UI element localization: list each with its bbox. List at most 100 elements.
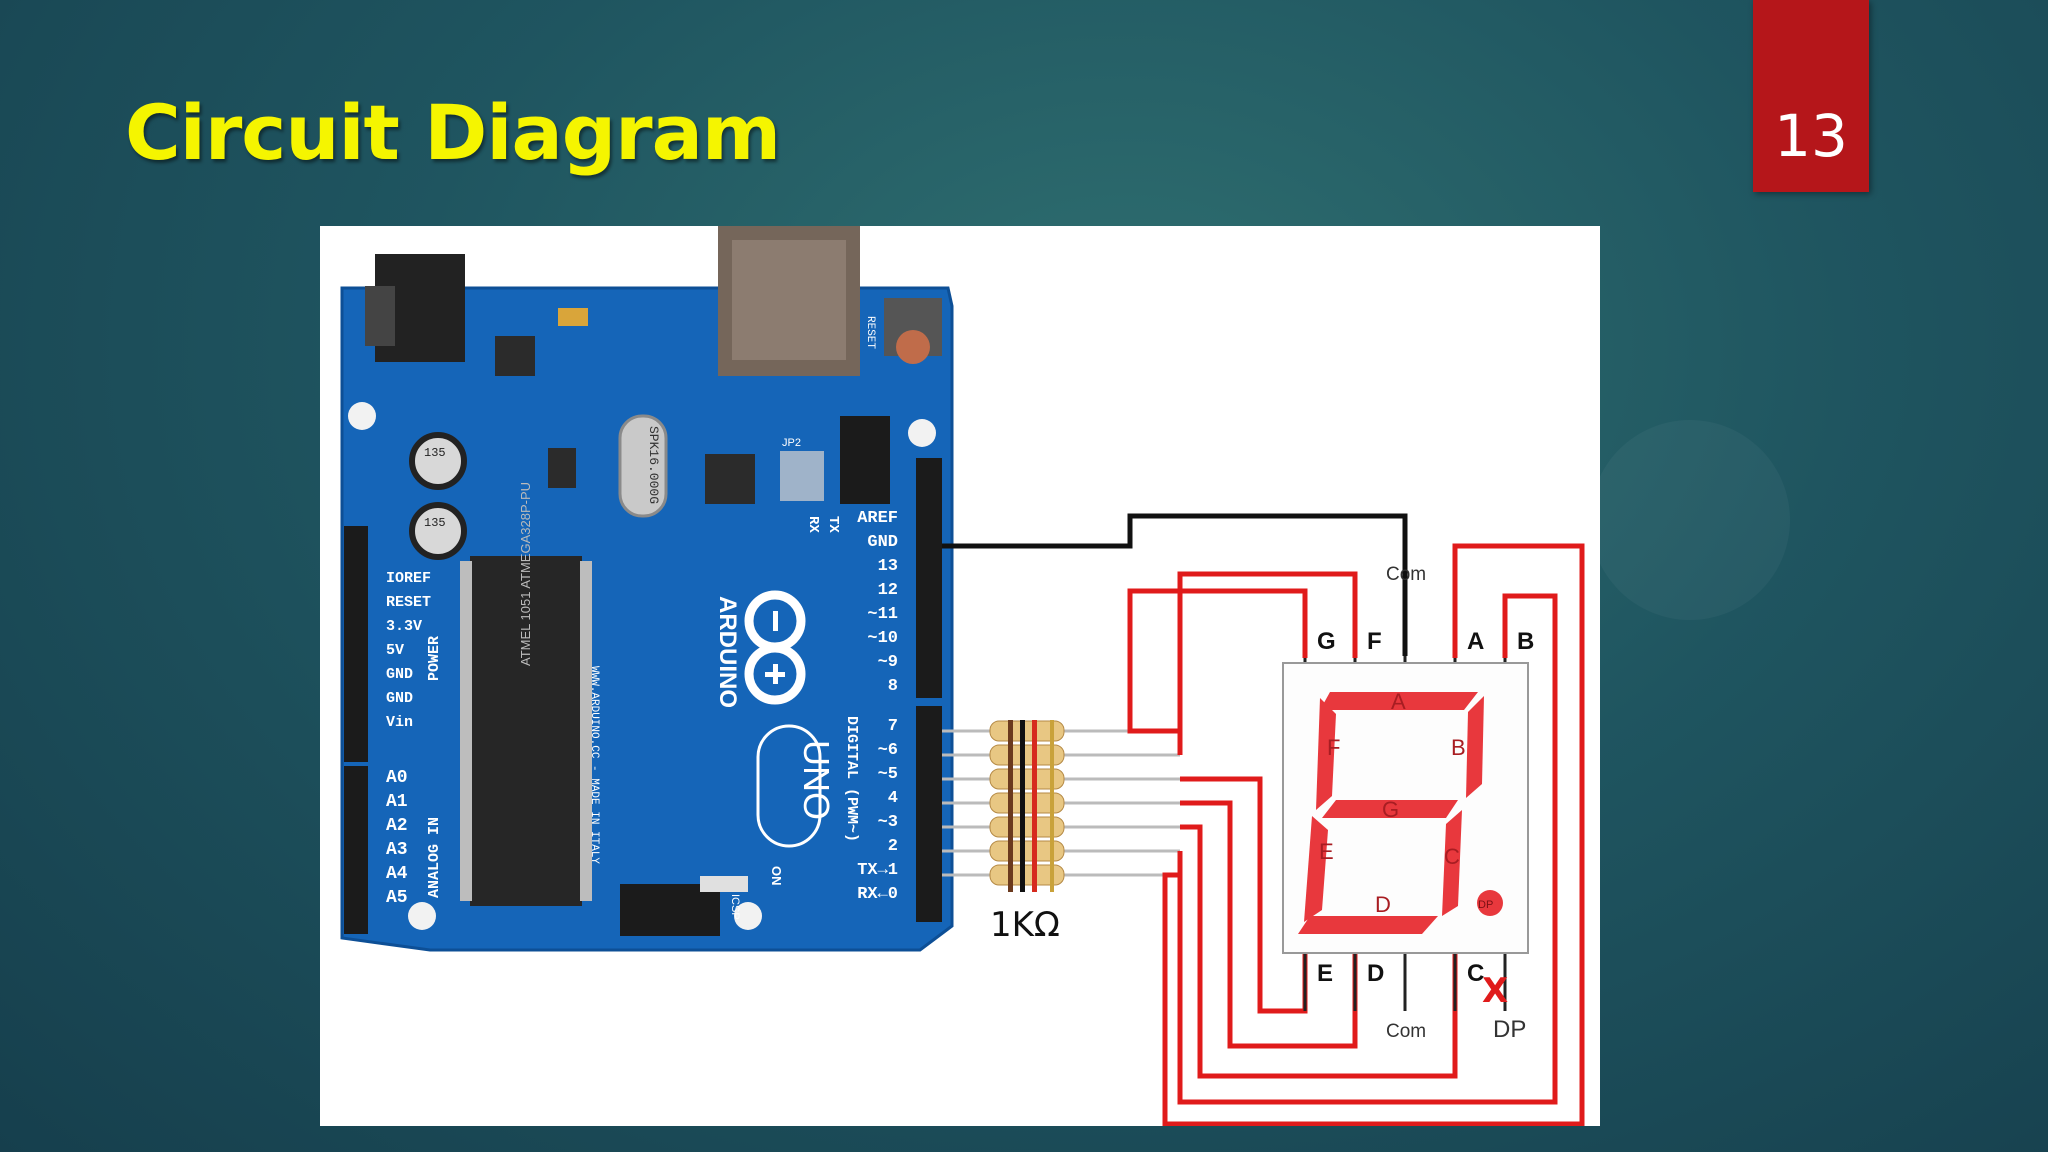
pin-label-top-g: G xyxy=(1317,628,1336,655)
pin-label-3: ~3 xyxy=(878,813,898,832)
segment-label-b: B xyxy=(1451,735,1466,760)
pin-label-top-com: Com xyxy=(1386,564,1426,585)
capacitor-label: 135 xyxy=(424,446,446,460)
arduino-logo-icon xyxy=(744,590,806,705)
digital-header-high xyxy=(916,458,942,698)
smd-component xyxy=(558,308,588,326)
jp2-label: JP2 xyxy=(782,437,801,449)
resistor-value-label: 1KΩ xyxy=(990,905,1060,945)
segment-label-c: C xyxy=(1444,844,1460,869)
pin-label-a1: A1 xyxy=(386,792,408,812)
mount-hole xyxy=(734,902,762,930)
pin-label-4: 4 xyxy=(888,789,898,808)
mount-hole xyxy=(908,419,936,447)
pin-label-13: 13 xyxy=(878,557,898,576)
pin-label-9: ~9 xyxy=(878,653,898,672)
pin-label-bottom-c: C xyxy=(1467,960,1484,987)
pin-label-a0: A0 xyxy=(386,768,408,788)
segment-c xyxy=(1442,810,1462,916)
wire-g xyxy=(1127,588,1308,734)
capacitor xyxy=(409,502,467,560)
reset-silk: RESET xyxy=(864,316,876,349)
segment-label-g: G xyxy=(1382,797,1399,822)
segment-b xyxy=(1466,696,1484,798)
pin-label-a3: A3 xyxy=(386,840,408,860)
usb-connector-inner xyxy=(732,240,846,360)
pin-label-ioref: IOREF xyxy=(386,570,431,587)
segment-f xyxy=(1316,698,1336,810)
regulator xyxy=(495,336,535,376)
segment-g xyxy=(1322,800,1458,818)
slide-title: Circuit Diagram xyxy=(125,88,781,177)
usb-chip xyxy=(705,454,755,504)
chip-pins-left xyxy=(460,561,472,901)
resistor-bank: 1KΩ xyxy=(942,720,1180,945)
background-glow xyxy=(1590,420,1790,620)
chip-pins-right xyxy=(580,561,592,901)
segment-label-a: A xyxy=(1391,689,1406,714)
pin-label-vin: Vin xyxy=(386,714,413,731)
digital-title: DIGITAL (PWM~) xyxy=(843,716,860,842)
pin-label-bottom-com: Com xyxy=(1386,1021,1426,1042)
segment-label-d: D xyxy=(1375,892,1391,917)
arduino-board: RESET 135 135 SPK16.000G JP2 ICSP ATMEL … xyxy=(340,226,954,952)
rx-label: RX xyxy=(805,516,821,533)
pin-label-bottom-dp: DP xyxy=(1493,1016,1526,1043)
reset-button xyxy=(896,330,930,364)
pin-label-2: 2 xyxy=(888,837,898,856)
pin-label-8: 8 xyxy=(888,677,898,696)
digital-header-low xyxy=(916,706,942,922)
resistor-bands xyxy=(1008,720,1054,892)
pin-label-11: ~11 xyxy=(867,605,898,624)
page-number: 13 xyxy=(1774,102,1848,170)
icsp-label: ICSP xyxy=(729,894,741,920)
power-header xyxy=(344,526,368,762)
pin-label-a5: A5 xyxy=(386,888,408,908)
segment-label-f: F xyxy=(1327,735,1340,760)
wire-d xyxy=(1180,800,1358,1049)
crystal-label: SPK16.000G xyxy=(646,426,661,504)
pin-label-dgnd: GND xyxy=(867,533,898,552)
pin-label-bottom-d: D xyxy=(1367,960,1384,987)
wire-f xyxy=(1177,571,1358,755)
atmega-chip xyxy=(470,556,582,906)
pin-label-bottom-e: E xyxy=(1317,960,1333,987)
model-label: UNO xyxy=(796,740,837,820)
wire-gnd-com xyxy=(942,513,1408,656)
power-title: POWER xyxy=(426,636,443,681)
pcb-edge xyxy=(340,286,954,952)
pin-label-reset: RESET xyxy=(386,594,431,611)
pin-label-10: ~10 xyxy=(867,629,898,648)
pin-label-3v3: 3.3V xyxy=(386,618,422,635)
uno-outline xyxy=(756,724,822,848)
segment-d xyxy=(1298,916,1438,934)
jp2-pads xyxy=(780,451,824,501)
icsp-header-top xyxy=(840,416,890,504)
segments xyxy=(1298,692,1503,934)
segment-label-e: E xyxy=(1319,839,1334,864)
brand-label: ARDUINO xyxy=(714,596,741,708)
led-on xyxy=(700,876,748,892)
capacitor xyxy=(409,432,467,490)
pin-label-12: 12 xyxy=(878,581,898,600)
pin-label-top-f: F xyxy=(1367,628,1382,655)
pin-label-1: TX→1 xyxy=(857,861,898,880)
pin-label-a2: A2 xyxy=(386,816,408,836)
circuit-figure: RESET 135 135 SPK16.000G JP2 ICSP ATMEL … xyxy=(320,226,1600,1126)
analog-title: ANALOG IN xyxy=(426,817,443,898)
icsp-header-bottom xyxy=(620,884,720,936)
wire-a xyxy=(1162,543,1585,1126)
segment-label-dp: DP xyxy=(1478,899,1493,911)
wire-c xyxy=(1180,824,1458,1079)
pin-label-5v: 5V xyxy=(386,642,404,659)
pin-label-6: ~6 xyxy=(878,741,898,760)
unused-pin-mark: X xyxy=(1482,971,1508,1011)
mount-hole xyxy=(348,402,376,430)
website-label: WWW.ARDUINO.CC - MADE IN ITALY xyxy=(588,666,600,864)
pin-label-0: RX←0 xyxy=(857,885,898,904)
smd-chip xyxy=(548,448,576,488)
circuit-diagram: RESET 135 135 SPK16.000G JP2 ICSP ATMEL … xyxy=(340,226,1585,1126)
analog-header xyxy=(344,766,368,934)
pin-label-a4: A4 xyxy=(386,864,408,884)
tx-label: TX xyxy=(825,516,841,533)
